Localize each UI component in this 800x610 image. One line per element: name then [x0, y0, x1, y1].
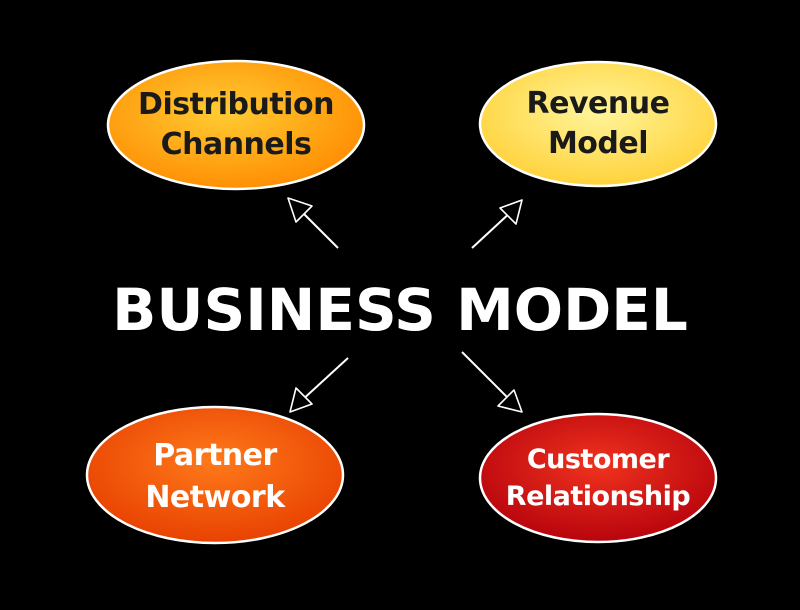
connector-to-partner-network: [289, 357, 349, 413]
node-distribution-channels-line-1: Distribution: [138, 87, 334, 122]
node-partner-network-line-2: Network: [145, 480, 286, 515]
connector-to-customer-relationship: [461, 351, 523, 413]
node-customer-relationship-ellipse: [478, 412, 718, 544]
node-partner-network-ellipse: [85, 405, 345, 545]
node-customer-relationship-line-1: Customer: [527, 444, 671, 475]
connector-line: [461, 351, 511, 401]
arrowhead-icon: [497, 389, 523, 413]
connector-line: [297, 207, 339, 249]
node-revenue-model: Revenue Model: [478, 60, 718, 188]
center-label: BUSINESS MODEL: [112, 276, 688, 344]
connector-line: [299, 357, 349, 403]
node-revenue-model-ellipse: [478, 60, 718, 188]
node-partner-network-line-1: Partner: [153, 438, 277, 473]
node-customer-relationship-line-2: Relationship: [506, 481, 691, 512]
arrowhead-icon: [289, 387, 313, 413]
node-customer-relationship: Customer Relationship: [478, 412, 718, 544]
arrowhead-icon: [287, 197, 313, 223]
node-partner-network: Partner Network: [85, 405, 345, 545]
node-revenue-model-line-2: Model: [548, 126, 648, 161]
node-distribution-channels-ellipse: [106, 59, 366, 191]
connector-to-revenue-model: [471, 199, 523, 249]
connector-line: [471, 209, 514, 249]
connector-to-distribution-channels: [287, 197, 339, 249]
arrowhead-icon: [499, 199, 523, 225]
node-distribution-channels: Distribution Channels: [106, 59, 366, 191]
node-revenue-model-line-1: Revenue: [527, 86, 670, 121]
node-distribution-channels-line-2: Channels: [161, 127, 312, 162]
